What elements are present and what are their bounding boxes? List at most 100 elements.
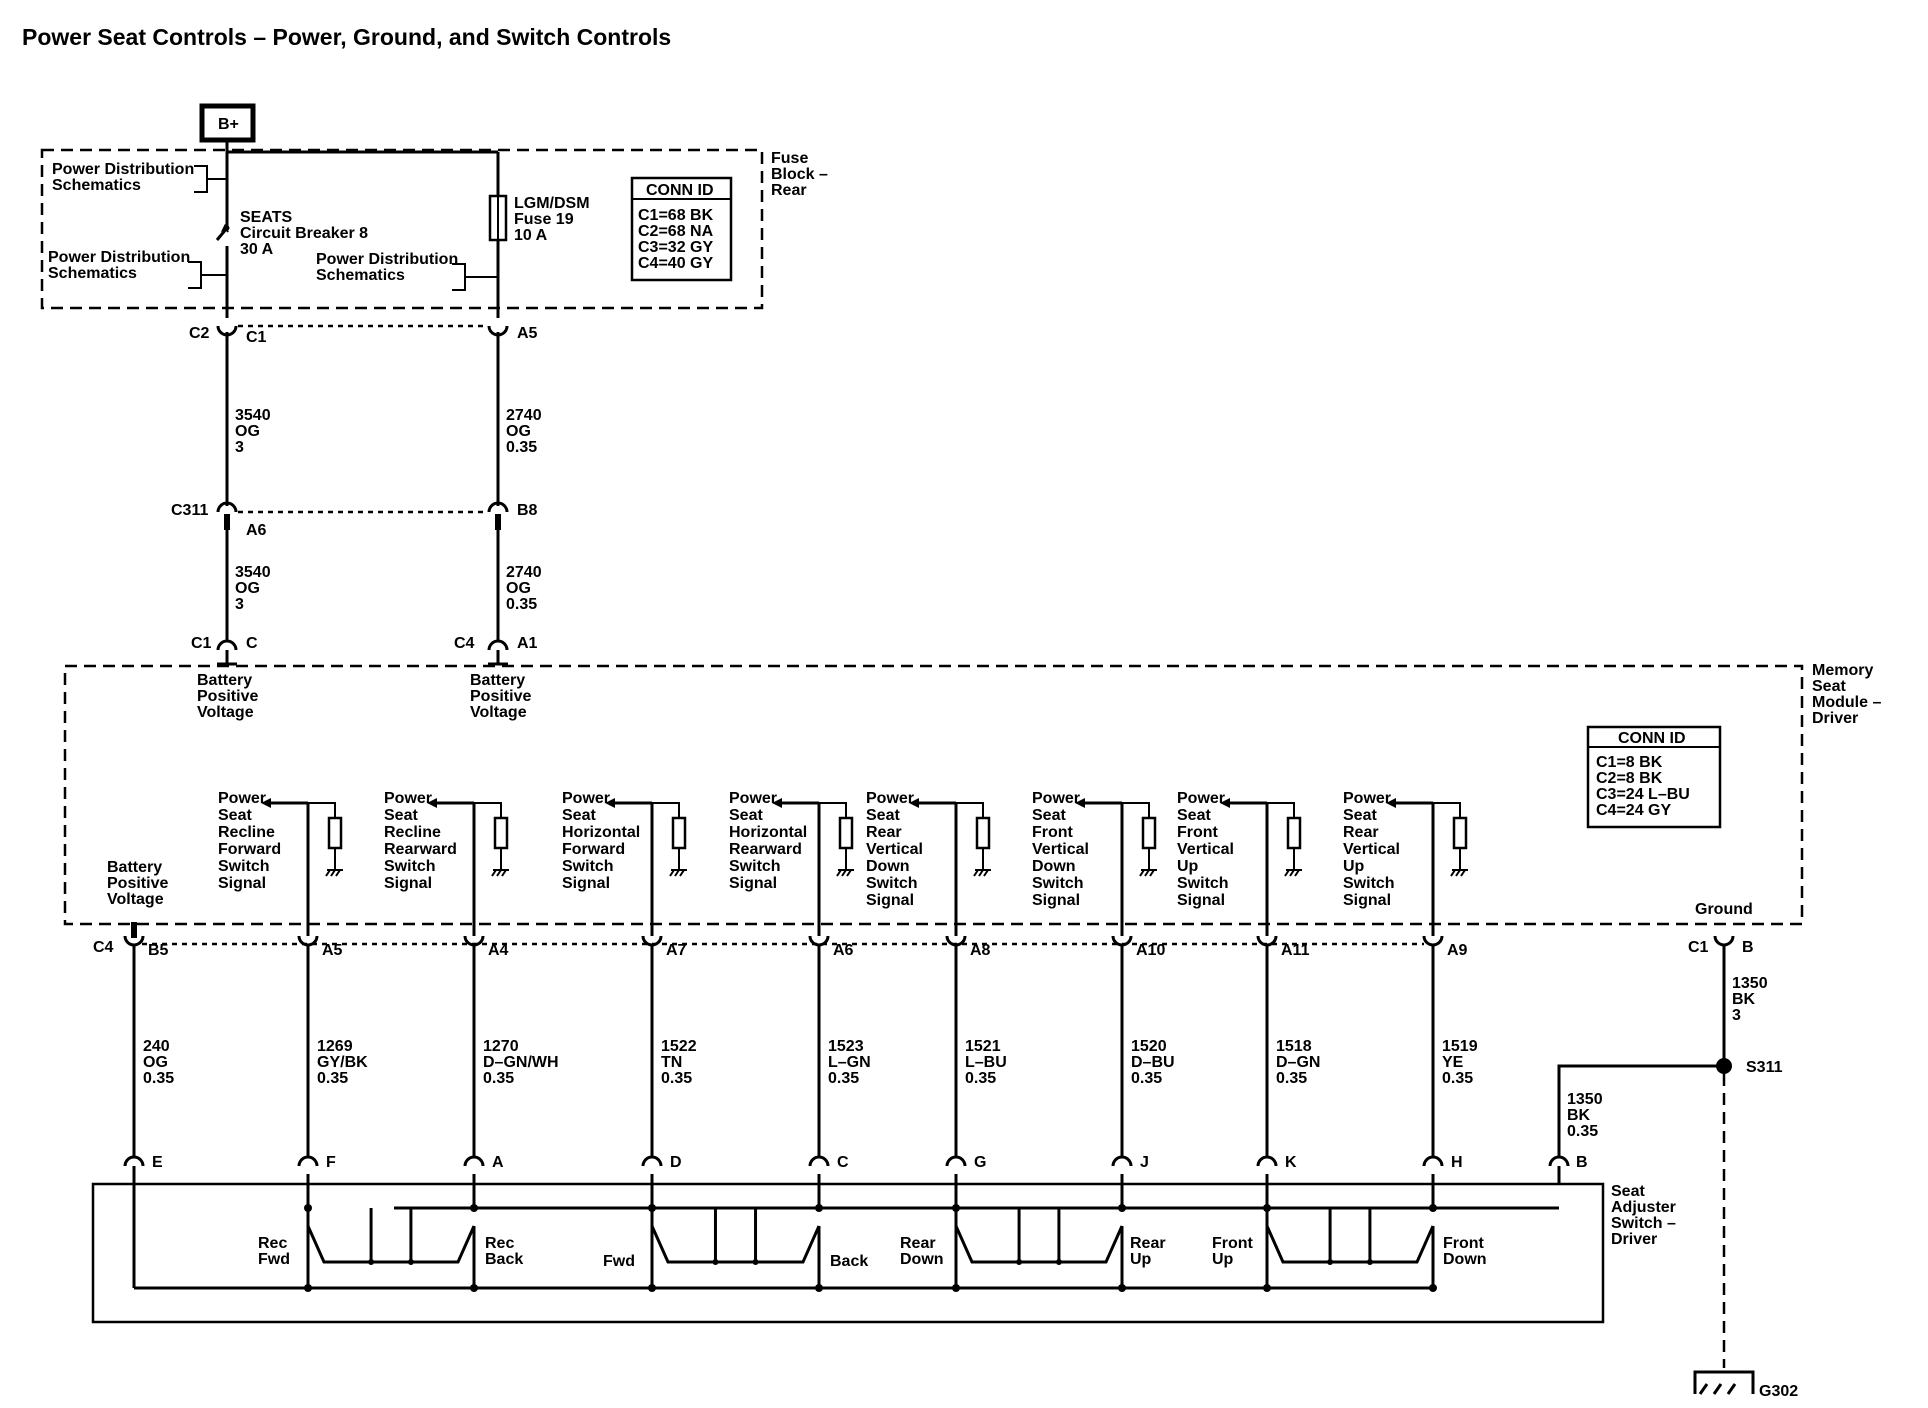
module-conn-id-item: C1=8 BK bbox=[1596, 754, 1663, 771]
wire-gauge-label: 0.35 bbox=[483, 1070, 514, 1087]
module-pin-c: C bbox=[246, 635, 258, 652]
signal-label-line: Signal bbox=[1032, 892, 1080, 909]
fuse-conn-id-item: C1=68 BK bbox=[638, 207, 714, 224]
pd-schematics-1-line2: Schematics bbox=[52, 177, 141, 194]
pd-schematics-3-line1: Power Distribution bbox=[316, 251, 458, 268]
arrow-left-icon bbox=[772, 798, 782, 808]
wire-circuit-label: 1522 bbox=[661, 1038, 697, 1055]
switch-pin-label: H bbox=[1451, 1154, 1463, 1171]
module-ground-label: Ground bbox=[1695, 901, 1753, 918]
wire-color-label: D–BU bbox=[1131, 1054, 1175, 1071]
wire-color-label: OG bbox=[506, 580, 531, 597]
switch-pin-label: C bbox=[837, 1154, 849, 1171]
module-pin-label: A7 bbox=[666, 942, 687, 959]
wire-gauge-label: 0.35 bbox=[661, 1070, 692, 1087]
module-battery-label: Voltage bbox=[107, 891, 164, 908]
signal-label-line: Seat bbox=[384, 807, 418, 824]
wire-color-label: OG bbox=[143, 1054, 168, 1071]
switch-contact-bar bbox=[650, 1205, 821, 1264]
circuit-breaker-symbol bbox=[215, 227, 229, 241]
signal-label-line: Seat bbox=[729, 807, 763, 824]
resistor-icon bbox=[975, 816, 991, 850]
switch-pin-terminal bbox=[808, 1155, 830, 1167]
signal-label-line: Power bbox=[729, 790, 777, 807]
page-title: Power Seat Controls – Power, Ground, and… bbox=[22, 24, 671, 50]
signal-label-line: Switch bbox=[218, 858, 270, 875]
fuse-block-outline bbox=[40, 148, 764, 310]
signal-label-line: Horizontal bbox=[562, 824, 640, 841]
module-conn-id-item: C3=24 L–BU bbox=[1596, 786, 1690, 803]
seat-adjuster-switch: Seat Adjuster Switch – Driver RecFwdRecB… bbox=[91, 1166, 1676, 1324]
wire-color-label: D–GN/WH bbox=[483, 1054, 559, 1071]
breaker-rating: 30 A bbox=[240, 241, 274, 258]
switch-label-4: Driver bbox=[1611, 1231, 1657, 1248]
wire-color-label: OG bbox=[506, 423, 531, 440]
arrow-left-icon bbox=[605, 798, 615, 808]
wire-circuit-label: 2740 bbox=[506, 407, 542, 424]
module-pin-label: B5 bbox=[148, 942, 169, 959]
pd-schematics-1-line1: Power Distribution bbox=[52, 161, 194, 178]
ground-branch-gauge: 0.35 bbox=[1567, 1123, 1598, 1140]
module-conn-c4: C4 bbox=[454, 635, 475, 652]
battery-voltage-label: Battery bbox=[470, 672, 525, 689]
signal-label-line: Rearward bbox=[384, 841, 457, 858]
arrow-left-icon bbox=[1220, 798, 1230, 808]
fuse-name: LGM/DSM bbox=[514, 195, 590, 212]
signal-label-line: Switch bbox=[1343, 875, 1395, 892]
switch-pin-terminal bbox=[1256, 1155, 1278, 1167]
module-pin-label: A11 bbox=[1281, 942, 1310, 959]
switch-position-label: Fwd bbox=[258, 1251, 290, 1268]
switch-pin-b: B bbox=[1576, 1154, 1588, 1171]
module-conn-c1: C1 bbox=[191, 635, 212, 652]
module-pin-label: A5 bbox=[322, 942, 343, 959]
switch-position-label: Up bbox=[1130, 1251, 1152, 1268]
c311-pin-b8: B8 bbox=[517, 502, 538, 519]
switch-position-label: Back bbox=[830, 1253, 868, 1270]
signal-label-line: Power bbox=[1032, 790, 1080, 807]
signal-label-line: Vertical bbox=[1343, 841, 1400, 858]
ground-conn-c1: C1 bbox=[1688, 939, 1709, 956]
module-pin-label: A10 bbox=[1136, 942, 1165, 959]
resistor-icon bbox=[1141, 816, 1157, 850]
switch-position-label: Fwd bbox=[603, 1253, 635, 1270]
wire-gauge-label: 3 bbox=[235, 596, 244, 613]
signal-label-line: Down bbox=[866, 858, 910, 875]
switch-label-2: Adjuster bbox=[1611, 1199, 1676, 1216]
switch-pin-label: E bbox=[152, 1154, 163, 1171]
ground-branch-color: BK bbox=[1567, 1107, 1591, 1124]
signal-label-line: Seat bbox=[1177, 807, 1211, 824]
signal-label-line: Switch bbox=[866, 875, 918, 892]
signal-label-line: Switch bbox=[1177, 875, 1229, 892]
ground-branch-circuit: 1350 bbox=[1567, 1091, 1603, 1108]
signal-label-line: Seat bbox=[218, 807, 252, 824]
module-pin-terminal bbox=[1422, 935, 1444, 947]
fuse-pin-a5: A5 bbox=[517, 325, 538, 342]
memory-module-label-2: Seat bbox=[1812, 678, 1846, 695]
resistor-icon bbox=[493, 816, 509, 850]
signal-label-line: Forward bbox=[218, 841, 281, 858]
battery-voltage-label: Battery bbox=[197, 672, 252, 689]
breaker-number: Circuit Breaker 8 bbox=[240, 225, 368, 242]
wire-color-label: L–BU bbox=[965, 1054, 1007, 1071]
switch-position-label: Front bbox=[1212, 1235, 1254, 1252]
c311-label: C311 bbox=[171, 502, 208, 519]
wire-circuit-label: 2740 bbox=[506, 564, 542, 581]
pd-schematics-3-line2: Schematics bbox=[316, 267, 405, 284]
switch-pin-label: G bbox=[974, 1154, 986, 1171]
wire-circuit-label: 240 bbox=[143, 1038, 170, 1055]
switch-position-label: Front bbox=[1443, 1235, 1485, 1252]
arrow-left-icon bbox=[1386, 798, 1396, 808]
signal-label-line: Forward bbox=[562, 841, 625, 858]
switch-label-3: Switch – bbox=[1611, 1215, 1676, 1232]
fuse-block-label-3: Rear bbox=[771, 182, 807, 199]
breaker-arrow-icon bbox=[221, 223, 229, 233]
resistor-icon bbox=[327, 816, 343, 850]
module-battery-label: Positive bbox=[107, 875, 168, 892]
